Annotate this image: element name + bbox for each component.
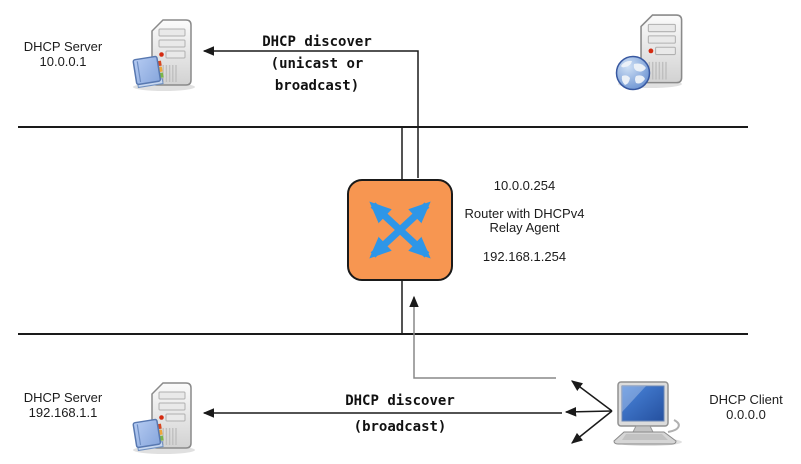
- dhcp-client-ip: 0.0.0.0: [726, 407, 766, 422]
- crossed-arrows-icon: [369, 201, 431, 259]
- dhcp-discover-unicast-arrow: [202, 46, 419, 178]
- dhcp-server-top-name: DHCP Server: [23, 39, 103, 54]
- internet-server-icon: [617, 15, 683, 89]
- relayed-discover-line3: broadcast): [274, 78, 360, 94]
- relayed-discover-line1: DHCP discover: [262, 34, 372, 50]
- client-computer-icon: [613, 381, 683, 447]
- dhcp-server-bottom-label: DHCP Server 192.168.1.1: [6, 390, 120, 420]
- dhcp-client-name: DHCP Client: [709, 392, 783, 407]
- router-ip-bottom: 192.168.1.254: [482, 249, 567, 264]
- router-title: Router with DHCPv4 Relay Agent: [452, 207, 597, 235]
- dhcp-server-bottom-name: DHCP Server: [23, 390, 103, 405]
- relayed-discover-label: DHCP discover (unicast or broadcast): [238, 31, 396, 97]
- server-icon-top-left: [133, 20, 195, 91]
- client-to-relay-path: [409, 295, 556, 379]
- dhcp-server-top-ip: 10.0.0.1: [39, 54, 87, 69]
- relayed-discover-line2: (unicast or: [270, 56, 364, 72]
- client-broadcast-fan-arrows: [564, 380, 613, 444]
- fan-arrow-upleft: [571, 380, 613, 412]
- fan-arrow-left: [564, 406, 613, 417]
- client-discover-label-bottom: (broadcast): [353, 419, 447, 435]
- client-discover-label-top: DHCP discover: [345, 393, 455, 409]
- router-icon: [347, 179, 453, 281]
- router-ip-top: 10.0.0.254: [493, 178, 556, 193]
- dhcp-client-label: DHCP Client 0.0.0.0: [688, 392, 801, 422]
- dhcp-server-top-label: DHCP Server 10.0.0.1: [6, 39, 120, 69]
- router-title-line1: Router with DHCPv4: [464, 206, 585, 221]
- fan-arrow-downleft: [571, 410, 613, 444]
- server-icon-bottom-left: [133, 383, 195, 454]
- dhcp-server-bottom-ip: 192.168.1.1: [28, 405, 98, 420]
- router-title-line2: Relay Agent: [489, 220, 560, 235]
